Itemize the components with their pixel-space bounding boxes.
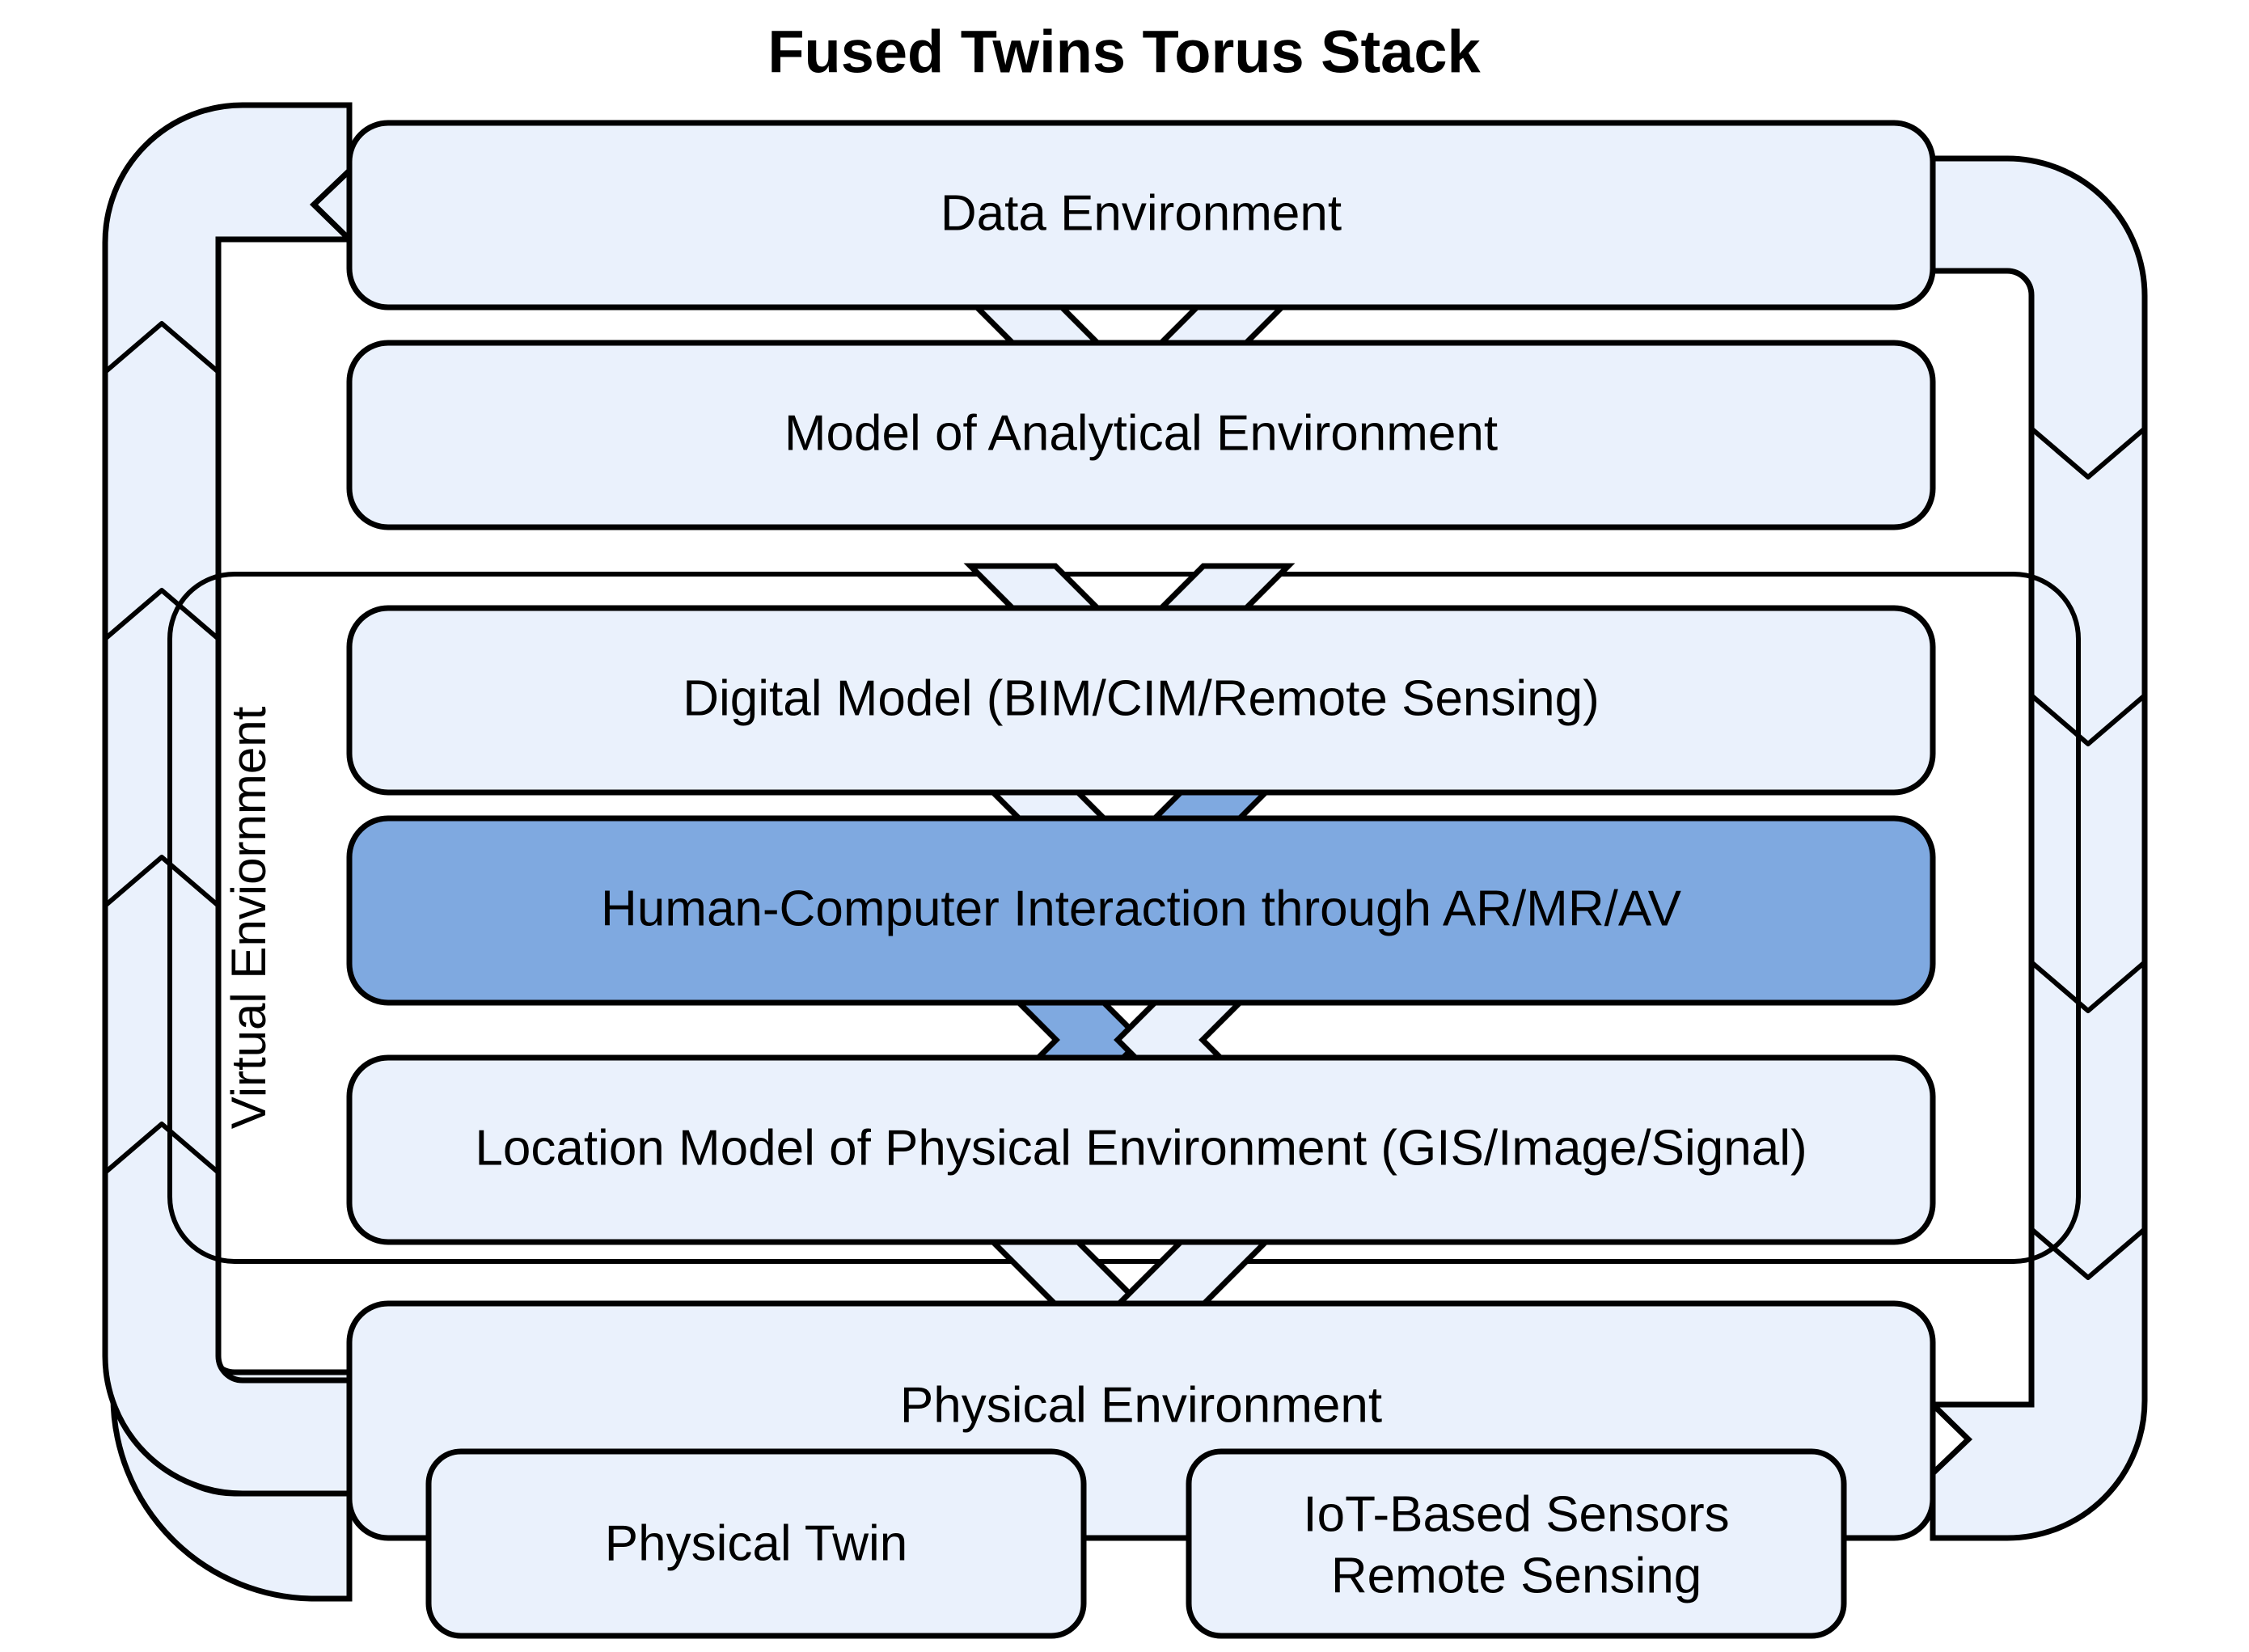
layer-box-digital-model[interactable]: Digital Model (BIM/CIM/Remote Sensing) — [346, 605, 1936, 796]
sub-box-physical-twin[interactable]: Physical Twin — [425, 1448, 1087, 1639]
layer-box-human-computer-interaction[interactable]: Human-Computer Interaction through AR/MR… — [346, 815, 1936, 1006]
sub-box-iot-sensors[interactable]: IoT-Based Sensors Remote Sensing — [1186, 1448, 1847, 1639]
virtual-environment-group: Virtual Enviornment — [167, 572, 2081, 1264]
layer-label-physical-environment: Physical Environment — [900, 1377, 1382, 1433]
layer-label-data-environment: Data Environment — [941, 185, 1342, 241]
page-title: Fused Twins Torus Stack — [767, 19, 1481, 86]
left-loop-chevrons — [104, 321, 220, 1175]
sub-box-label-physical-twin: Physical Twin — [605, 1515, 907, 1571]
layer-label-digital-model: Digital Model (BIM/CIM/Remote Sensing) — [683, 670, 1600, 726]
layer-box-data-environment[interactable]: Data Environment — [346, 120, 1936, 311]
layer-box-location-model[interactable]: Location Model of Physical Environment (… — [346, 1054, 1936, 1245]
virtual-environment-label: Virtual Enviornment — [222, 706, 276, 1129]
right-loop-chevrons — [2030, 426, 2146, 1280]
layer-label-location-model: Location Model of Physical Environment (… — [475, 1120, 1807, 1176]
sub-box-label-iot-sensors-line1: IoT-Based Sensors — [1303, 1486, 1729, 1542]
right-feedback-loop — [1926, 155, 2148, 1541]
layer-box-model-analytical-environment[interactable]: Model of Analytical Environment — [346, 340, 1936, 530]
left-feedback-loop — [102, 102, 357, 1602]
sub-box-label-iot-sensors-line2: Remote Sensing — [1331, 1548, 1702, 1603]
layer-label-human-computer-interaction: Human-Computer Interaction through AR/MR… — [601, 881, 1682, 936]
layer-label-model-analytical-environment: Model of Analytical Environment — [784, 405, 1498, 461]
